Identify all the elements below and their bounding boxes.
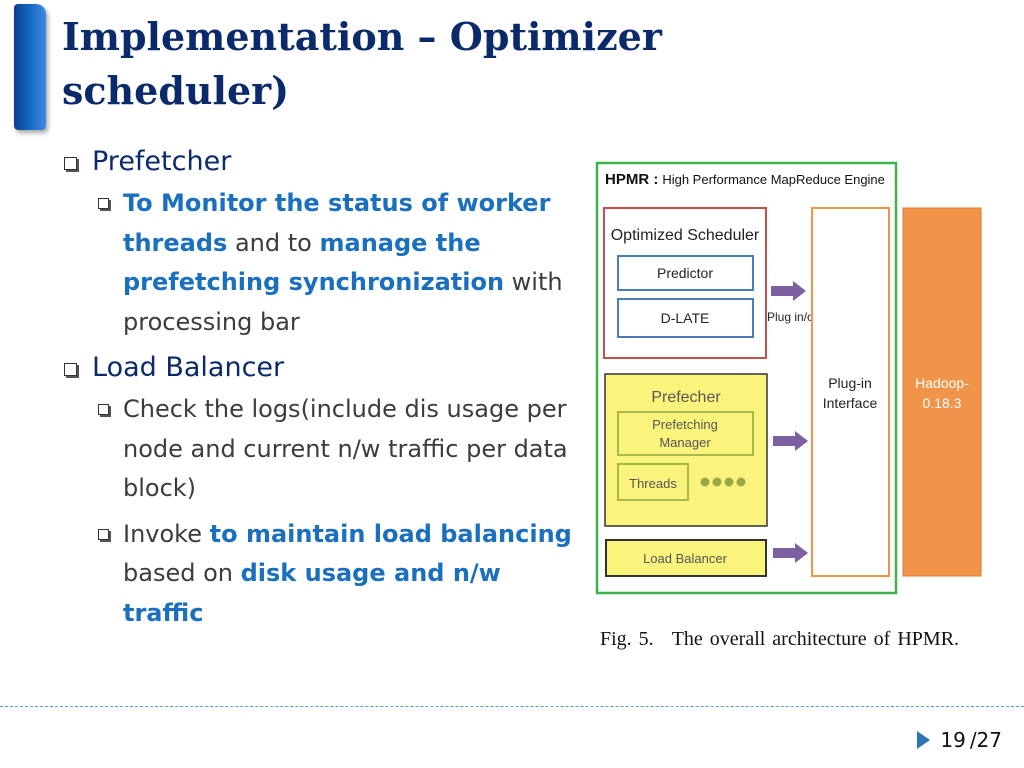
prefecher-label: Prefecher <box>651 389 721 406</box>
bullet-prefetcher: Prefetcher <box>62 142 587 182</box>
text-segment: based on <box>123 559 241 587</box>
slide-title: Implementation – Optimizer scheduler) <box>62 14 662 113</box>
square-bullet-icon <box>98 198 109 209</box>
text-segment: manage the prefetching synchronization <box>123 228 505 297</box>
page-number: 19/27 <box>917 728 1002 752</box>
figure-number: Fig. 5. <box>600 628 654 650</box>
triangle-right-icon <box>917 731 931 749</box>
thread-dot <box>700 477 710 487</box>
square-bullet-icon <box>64 157 77 170</box>
plug-inout-label: Plug in/out <box>767 310 824 324</box>
plugin-interface-label-line2: Interface <box>823 395 878 411</box>
hadoop-box <box>902 207 982 577</box>
hadoop-label-line1: Hadoop- <box>915 375 969 391</box>
text-segment: Check the logs(include dis usage per nod… <box>123 395 568 502</box>
thread-dot <box>736 477 746 487</box>
thread-dot <box>712 477 722 487</box>
page-total: /27 <box>969 728 1002 752</box>
bullet-heading: Prefetcher <box>92 146 232 177</box>
square-bullet-icon <box>98 528 109 540</box>
prefetching-manager-box <box>617 411 754 456</box>
figure-caption: Fig. 5. The overall architecture of HPMR. <box>600 628 959 651</box>
plugin-interface-box <box>811 207 890 577</box>
predictor-label: Predictor <box>657 265 713 281</box>
load-balancer-box <box>605 539 767 577</box>
threads-box <box>617 463 689 501</box>
thread-dot <box>724 477 734 487</box>
arrow-icon <box>773 431 808 451</box>
title-accent-bar <box>14 4 46 130</box>
threads-label: Threads <box>629 476 677 491</box>
text-segment: Invoke <box>123 519 210 548</box>
hpmr-architecture-diagram: HPMR :High Performance MapReduce Engine … <box>595 161 982 595</box>
page-current: 19 <box>940 728 966 752</box>
prefetching-manager-label-line2: Manager <box>659 435 711 450</box>
optimized-scheduler-label: Optimized Scheduler <box>611 227 760 244</box>
text-segment: disk usage and n/w traffic <box>123 559 501 627</box>
plugin-interface-label-line1: Plug-in <box>828 375 872 391</box>
dlate-box <box>617 298 754 338</box>
text-segment: and to <box>227 228 320 257</box>
slide-content: Prefetcher To Monitor the status of work… <box>62 142 587 639</box>
square-bullet-icon <box>98 404 109 415</box>
predictor-box <box>617 255 754 291</box>
sub-bullet-check-logs: Check the logs(include dis usage per nod… <box>96 390 587 509</box>
dlate-label: D-LATE <box>661 310 710 326</box>
square-bullet-icon <box>64 363 77 376</box>
bullet-heading: Load Balancer <box>92 352 285 383</box>
arrow-icon <box>771 281 806 301</box>
load-balancer-label: Load Balancer <box>643 551 728 566</box>
hadoop-label-line2: 0.18.3 <box>923 395 962 411</box>
arrow-icon <box>773 543 808 563</box>
sub-bullet-invoke: Invoke to maintain load balancing based … <box>96 515 587 634</box>
text-segment: To Monitor the status of worker threads <box>123 189 551 257</box>
prefetching-manager-label-line1: Prefetching <box>652 417 718 432</box>
text-segment: to maintain load balancing <box>209 519 572 548</box>
text-segment: with processing bar <box>123 268 563 336</box>
sub-bullet-monitor: To Monitor the status of worker threads … <box>96 184 587 342</box>
bullet-load-balancer: Load Balancer <box>62 348 587 388</box>
figure-caption-text: The overall architecture of HPMR. <box>671 628 960 650</box>
footer-divider <box>0 706 1024 707</box>
diagram-header: HPMR :High Performance MapReduce Engine <box>605 171 885 188</box>
